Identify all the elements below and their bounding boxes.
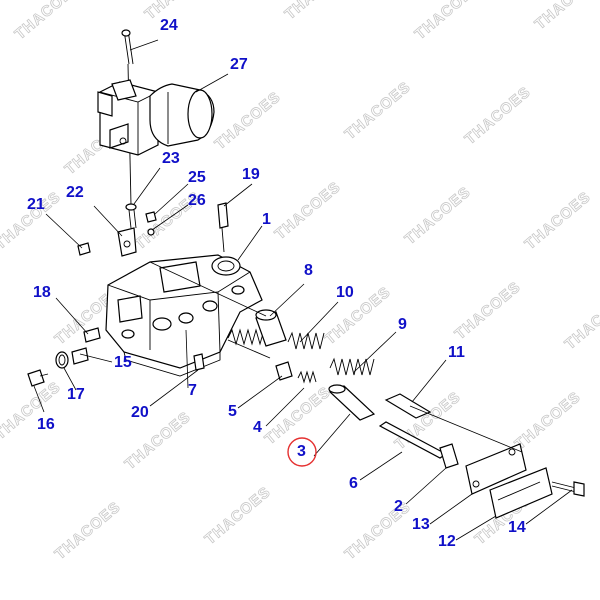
watermark-text: THACOES [452, 278, 524, 343]
callout-9: 9 [398, 316, 407, 333]
watermark-text: THACOES [0, 378, 64, 443]
callout-13: 13 [412, 516, 430, 533]
callout-20: 20 [131, 404, 149, 421]
callout-19: 19 [242, 166, 260, 183]
callout-25: 25 [188, 169, 206, 186]
leader-lines [33, 39, 573, 541]
watermark-text: THACOES [12, 0, 84, 43]
solenoid-assembly [97, 29, 215, 206]
callout-7: 7 [188, 382, 197, 399]
watermark-text: THACOES [462, 83, 534, 148]
callout-6: 6 [349, 475, 358, 492]
watermark-text: THACOES [52, 498, 124, 563]
callout-26: 26 [188, 192, 206, 209]
upper-hardware [77, 202, 229, 257]
callout-21: 21 [27, 196, 45, 213]
callout-14: 14 [508, 519, 526, 536]
callout-27: 27 [230, 56, 248, 73]
callout-23: 23 [162, 150, 180, 167]
watermark-text: THACOES [342, 78, 414, 143]
callout-17: 17 [67, 386, 85, 403]
callout-4: 4 [253, 419, 262, 436]
callout-18: 18 [33, 284, 51, 301]
watermark-text: THACOES [322, 283, 394, 348]
callout-12: 12 [438, 533, 456, 550]
watermark-text: THACOES [512, 388, 584, 453]
watermark-text: THACOES [532, 0, 600, 33]
callout-8: 8 [304, 262, 313, 279]
callout-15: 15 [114, 354, 132, 371]
cover-plates [465, 443, 585, 519]
watermark-text: THACOES [202, 483, 274, 548]
callout-22: 22 [66, 184, 84, 201]
spool-train [227, 309, 459, 469]
watermark-text: THACOES [562, 288, 600, 353]
callout-3-highlighted: 3 [297, 443, 306, 460]
watermark-text: THACOES [402, 183, 474, 248]
watermark-text: THACOES [412, 0, 484, 43]
callout-11: 11 [448, 344, 465, 361]
left-fittings [27, 327, 101, 387]
valve-body [105, 254, 263, 377]
watermark-text: THACOES [282, 0, 354, 23]
callout-10: 10 [336, 284, 354, 301]
callout-24: 24 [160, 17, 178, 34]
watermark-text: THACOES [342, 498, 414, 563]
callout-5: 5 [228, 403, 237, 420]
watermark-text: THACOES [522, 188, 594, 253]
callout-2: 2 [394, 498, 403, 515]
watermark-text: THACOES [272, 178, 344, 243]
highlight-ring [287, 437, 317, 467]
watermark-text: THACOES [212, 88, 284, 153]
callout-16: 16 [37, 416, 55, 433]
callout-1: 1 [262, 211, 271, 228]
